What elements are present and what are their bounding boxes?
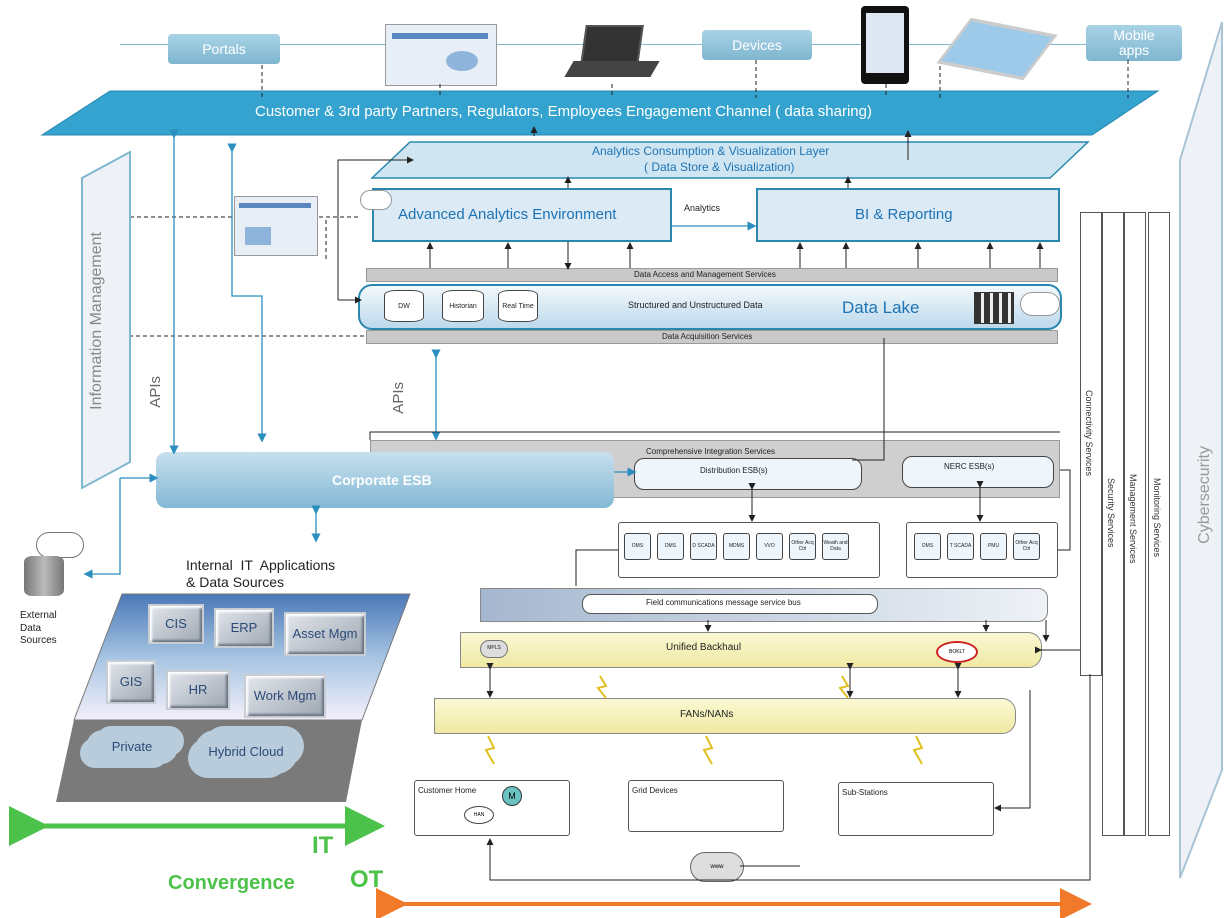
grid-devices-box xyxy=(628,780,784,832)
monitoring-services-column xyxy=(1148,212,1170,836)
devices-pill: Devices xyxy=(702,30,812,60)
management-services-column xyxy=(1124,212,1146,836)
it-label: IT xyxy=(312,832,334,859)
app-asset-mgm: Asset Mgm xyxy=(284,612,366,656)
engagement-channel-label: Customer & 3rd party Partners, Regulator… xyxy=(255,103,872,120)
management-services-label: Management Services xyxy=(1128,474,1138,564)
mobile-apps-pill: Mobile apps xyxy=(1086,25,1182,61)
information-management-banner xyxy=(81,150,131,490)
dw-cylinder: DW xyxy=(384,290,424,322)
data-acquisition-bar xyxy=(366,330,1058,344)
ot-module: MDMS xyxy=(723,533,750,560)
backhaul-tag-oval: BOKLT xyxy=(936,641,978,663)
connectivity-services-column xyxy=(1080,212,1102,676)
tablet-icon xyxy=(861,6,909,84)
engagement-channel-bar xyxy=(40,90,1160,136)
cybersecurity-banner xyxy=(1179,21,1223,879)
data-access-label: Data Access and Management Services xyxy=(634,270,776,279)
ot-module: OMS xyxy=(624,533,651,560)
structured-data-label: Structured and Unstructured Data xyxy=(628,300,763,310)
corporate-esb-label: Corporate ESB xyxy=(332,472,432,488)
ot-module: PMU xyxy=(980,533,1007,560)
ot-module: D SCADA xyxy=(690,533,717,560)
realtime-cylinder: Real Time xyxy=(498,290,538,322)
monitoring-services-label: Monitoring Services xyxy=(1152,478,1162,558)
ot-label: OT xyxy=(350,866,384,893)
data-acquisition-label: Data Acquisition Services xyxy=(662,332,753,341)
analytics-layer-subtitle: ( Data Store & Visualization) xyxy=(644,160,795,174)
ot-module: Other Acq Ctrl xyxy=(789,533,816,560)
advanced-analytics-box xyxy=(372,188,672,242)
app-cis: CIS xyxy=(148,604,204,644)
app-work-mgm: Work Mgm xyxy=(244,674,326,718)
historian-cylinder: Historian xyxy=(442,290,484,322)
ot-module: OMS xyxy=(914,533,941,560)
bi-reporting-label: BI & Reporting xyxy=(855,206,953,223)
ot-modules-left: OMS DMS D SCADA MDMS VVO Other Acq Ctrl … xyxy=(624,533,878,563)
www-cloud: www xyxy=(690,852,744,882)
meter-icon: M xyxy=(502,786,522,806)
ot-module: DMS xyxy=(657,533,684,560)
comprehensive-integration-label: Comprehensive Integration Services xyxy=(646,447,775,456)
security-services-label: Security Services xyxy=(1106,478,1116,548)
ot-module: Weath and Data xyxy=(822,533,849,560)
analytics-layer-title: Analytics Consumption & Visualization La… xyxy=(592,144,830,158)
analytics-arrow-label: Analytics xyxy=(684,203,721,213)
ot-modules-right: OMS T SCADA PMU Other Acq Ctrl xyxy=(914,533,1054,563)
customer-home-label: Customer Home xyxy=(418,786,477,795)
unified-backhaul-label: Unified Backhaul xyxy=(666,642,742,653)
convergence-label: Convergence xyxy=(168,872,295,894)
ot-module: Other Acq Ctrl xyxy=(1013,533,1040,560)
app-gis: GIS xyxy=(106,660,156,704)
sub-stations-box xyxy=(838,782,994,836)
data-lake-cloud-icon xyxy=(1020,292,1060,316)
fans-nans-label: FANs/NANs xyxy=(680,709,734,720)
han-node: HAN xyxy=(464,806,494,824)
app-hr: HR xyxy=(166,670,230,710)
portal-screenshot-icon xyxy=(385,24,497,86)
nerc-esb-label: NERC ESB(s) xyxy=(944,462,995,471)
ot-module: T SCADA xyxy=(947,533,974,560)
connectivity-services-label: Connectivity Services xyxy=(1084,390,1094,477)
corporate-esb-bar xyxy=(156,452,614,508)
field-bus-label: Field communications message service bus xyxy=(646,598,801,607)
sub-stations-label: Sub-Stations xyxy=(842,788,888,797)
field-bus-pill xyxy=(582,594,878,614)
analytics-cloud-icon xyxy=(360,190,392,210)
grid-devices-label: Grid Devices xyxy=(632,786,678,795)
data-access-bar xyxy=(366,268,1058,282)
fans-nans-pipe xyxy=(434,698,1016,734)
advanced-analytics-label: Advanced Analytics Environment xyxy=(398,206,617,223)
app-erp: ERP xyxy=(214,608,274,648)
private-cloud: Private xyxy=(86,730,178,764)
analytics-consumption-layer xyxy=(370,141,1090,179)
data-lake-title: Data Lake xyxy=(842,298,920,317)
server-rack-icon xyxy=(974,292,1014,324)
security-services-column xyxy=(1102,212,1124,836)
bi-reporting-box xyxy=(756,188,1060,242)
portals-pill: Portals xyxy=(168,34,280,64)
ot-module: VVO xyxy=(756,533,783,560)
distribution-esb-label: Distribution ESB(s) xyxy=(700,466,768,475)
external-data-sources-label: External Data Sources xyxy=(20,610,57,646)
hybrid-cloud: Hybrid Cloud xyxy=(194,730,298,774)
mpls-cloud-tag: MPLS xyxy=(480,640,508,658)
external-data-sources-icon xyxy=(14,532,86,598)
internal-it-label: Internal IT Applications & Data Sources xyxy=(186,557,336,590)
distribution-esb-cylinder xyxy=(634,458,862,490)
customer-home-box xyxy=(414,780,570,836)
